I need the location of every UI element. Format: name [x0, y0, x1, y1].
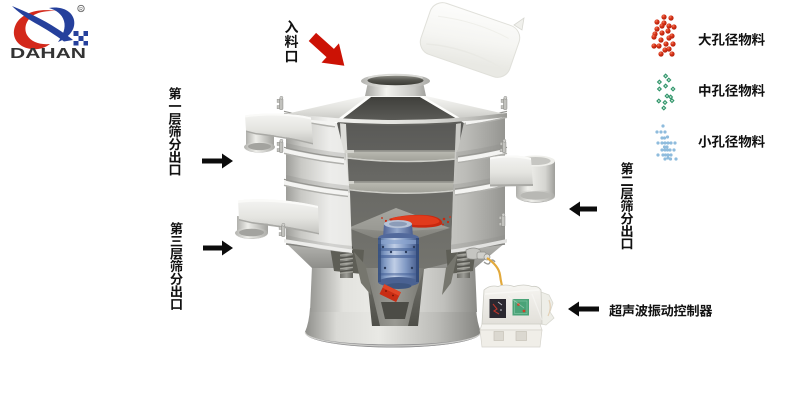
svg-text:DAHAN: DAHAN: [10, 45, 86, 62]
svg-text:R: R: [79, 7, 83, 13]
